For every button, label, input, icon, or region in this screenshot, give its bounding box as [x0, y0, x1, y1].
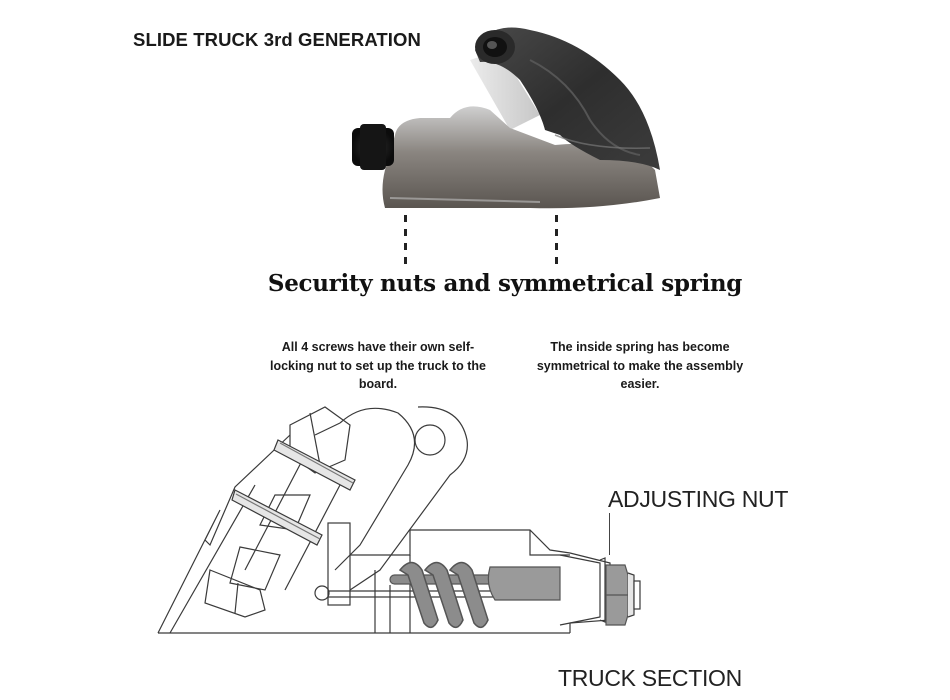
truck-photo	[352, 27, 660, 209]
page-title: SLIDE TRUCK 3rd GENERATION	[133, 29, 421, 50]
spring-icon	[398, 561, 489, 629]
callout-adjusting-nut: ADJUSTING NUT	[608, 486, 789, 512]
adjusting-nut-icon	[605, 564, 641, 626]
dashed-pointer-left	[404, 215, 407, 265]
note-symmetrical-spring: The inside spring has become symmetrical…	[536, 340, 744, 391]
pivot-hole-icon	[414, 424, 446, 456]
dashed-pointer-right	[555, 215, 558, 265]
diagram-caption: TRUCK SECTION	[558, 665, 742, 691]
callout-leader-line	[609, 513, 610, 555]
section-subtitle: Security nuts and symmetrical spring	[267, 270, 743, 297]
truck-section-diagram	[157, 406, 641, 634]
note-security-nuts: All 4 screws have their own self-locking…	[270, 340, 486, 391]
